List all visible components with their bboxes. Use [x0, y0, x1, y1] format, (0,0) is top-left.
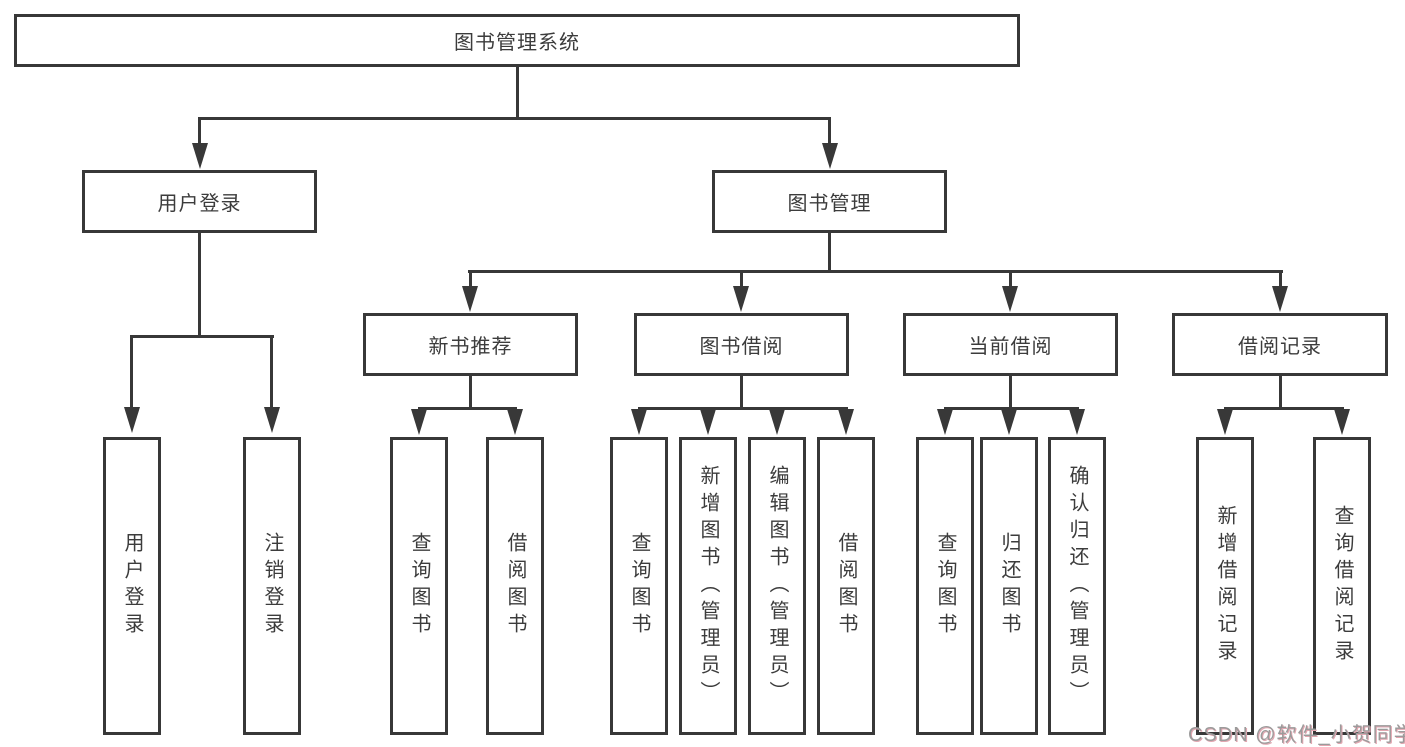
- leaf-records-add-record-label: 新增借阅记录: [1214, 505, 1236, 667]
- leaf-current-return-books: 归还图书: [980, 437, 1038, 735]
- node-book-borrowing-label: 图书借阅: [699, 336, 784, 358]
- connector-book-borrow-hline: [638, 407, 848, 410]
- connector-new-book-stem: [469, 376, 472, 410]
- connector-borrow-record-hline: [1224, 407, 1344, 410]
- node-current-borrowing-label: 当前借阅: [968, 336, 1053, 358]
- node-library-management-system-label: 图书管理系统: [454, 32, 580, 54]
- leaf-user-login-label: 用户登录: [121, 532, 143, 640]
- connector-current-borrow-hline: [944, 407, 1079, 410]
- connector-to-book-borrow: [740, 272, 743, 288]
- leaf-newbook-query-books-label: 查询图书: [408, 532, 430, 640]
- connector-to-new-book: [469, 272, 472, 288]
- down-arrowhead: [1334, 409, 1350, 435]
- down-arrowhead: [411, 409, 427, 435]
- leaf-borrow-add-books-admin: 新增图书（管理员）: [679, 437, 737, 735]
- down-arrowhead: [1272, 286, 1288, 312]
- leaf-records-add-record: 新增借阅记录: [1196, 437, 1254, 735]
- node-book-management-label: 图书管理: [787, 193, 872, 215]
- down-arrowhead: [631, 409, 647, 435]
- down-arrowhead: [124, 407, 140, 433]
- leaf-current-query-books-label: 查询图书: [934, 532, 956, 640]
- leaf-borrow-edit-books-admin-label: 编辑图书（管理员）: [766, 464, 788, 708]
- down-arrowhead: [192, 143, 208, 169]
- leaf-borrow-add-books-admin-label: 新增图书（管理员）: [697, 464, 719, 708]
- connector-book-management-stem: [828, 233, 831, 273]
- leaf-borrow-borrow-books: 借阅图书: [817, 437, 875, 735]
- down-arrowhead: [822, 143, 838, 169]
- connector-user-login-hline: [130, 335, 274, 338]
- down-arrowhead: [1001, 409, 1017, 435]
- connector-current-borrow-stem: [1009, 376, 1012, 410]
- leaf-newbook-borrow-books-label: 借阅图书: [504, 532, 526, 640]
- node-book-borrowing: 图书借阅: [634, 313, 849, 376]
- connector-to-leaf-user-login: [130, 335, 133, 409]
- leaf-borrow-query-books: 查询图书: [610, 437, 668, 735]
- leaf-borrow-borrow-books-label: 借阅图书: [835, 532, 857, 640]
- node-current-borrowing: 当前借阅: [903, 313, 1118, 376]
- down-arrowhead: [1002, 286, 1018, 312]
- down-arrowhead: [507, 409, 523, 435]
- connector-to-leaf-logout: [270, 335, 273, 409]
- down-arrowhead: [1217, 409, 1233, 435]
- connector-to-user-login: [198, 117, 201, 146]
- connector-book-borrow-stem: [740, 376, 743, 410]
- leaf-current-confirm-return-admin: 确认归还（管理员）: [1048, 437, 1106, 735]
- leaf-current-return-books-label: 归还图书: [998, 532, 1020, 640]
- node-new-book-recommendation: 新书推荐: [363, 313, 578, 376]
- leaf-borrow-query-books-label: 查询图书: [628, 532, 650, 640]
- leaf-logout: 注销登录: [243, 437, 301, 735]
- leaf-logout-label: 注销登录: [261, 532, 283, 640]
- leaf-borrow-edit-books-admin: 编辑图书（管理员）: [748, 437, 806, 735]
- node-book-management: 图书管理: [712, 170, 947, 233]
- node-user-login-label: 用户登录: [157, 193, 242, 215]
- connector-root-hline: [198, 117, 831, 120]
- connector-to-borrow-record: [1279, 272, 1282, 288]
- leaf-records-query-record-label: 查询借阅记录: [1331, 505, 1353, 667]
- down-arrowhead: [733, 286, 749, 312]
- connector-user-login-stem: [198, 233, 201, 338]
- leaf-current-confirm-return-admin-label: 确认归还（管理员）: [1066, 464, 1088, 708]
- connector-new-book-hline: [418, 407, 517, 410]
- connector-to-book-management: [828, 117, 831, 146]
- node-borrowing-records: 借阅记录: [1172, 313, 1388, 376]
- leaf-current-query-books: 查询图书: [916, 437, 974, 735]
- down-arrowhead: [937, 409, 953, 435]
- csdn-watermark: CSDN @软件_小贺同学: [1188, 724, 1405, 746]
- connector-level3-hline: [468, 270, 1283, 273]
- down-arrowhead: [462, 286, 478, 312]
- connector-borrow-record-stem: [1279, 376, 1282, 410]
- leaf-newbook-borrow-books: 借阅图书: [486, 437, 544, 735]
- down-arrowhead: [1069, 409, 1085, 435]
- connector-root-stem: [516, 67, 519, 119]
- leaf-user-login: 用户登录: [103, 437, 161, 735]
- leaf-newbook-query-books: 查询图书: [390, 437, 448, 735]
- node-user-login: 用户登录: [82, 170, 317, 233]
- connector-to-current-borrow: [1009, 272, 1012, 288]
- node-new-book-recommendation-label: 新书推荐: [428, 336, 513, 358]
- down-arrowhead: [769, 409, 785, 435]
- leaf-records-query-record: 查询借阅记录: [1313, 437, 1371, 735]
- node-borrowing-records-label: 借阅记录: [1238, 336, 1322, 358]
- down-arrowhead: [838, 409, 854, 435]
- down-arrowhead: [700, 409, 716, 435]
- down-arrowhead: [264, 407, 280, 433]
- node-library-management-system: 图书管理系统: [14, 14, 1020, 67]
